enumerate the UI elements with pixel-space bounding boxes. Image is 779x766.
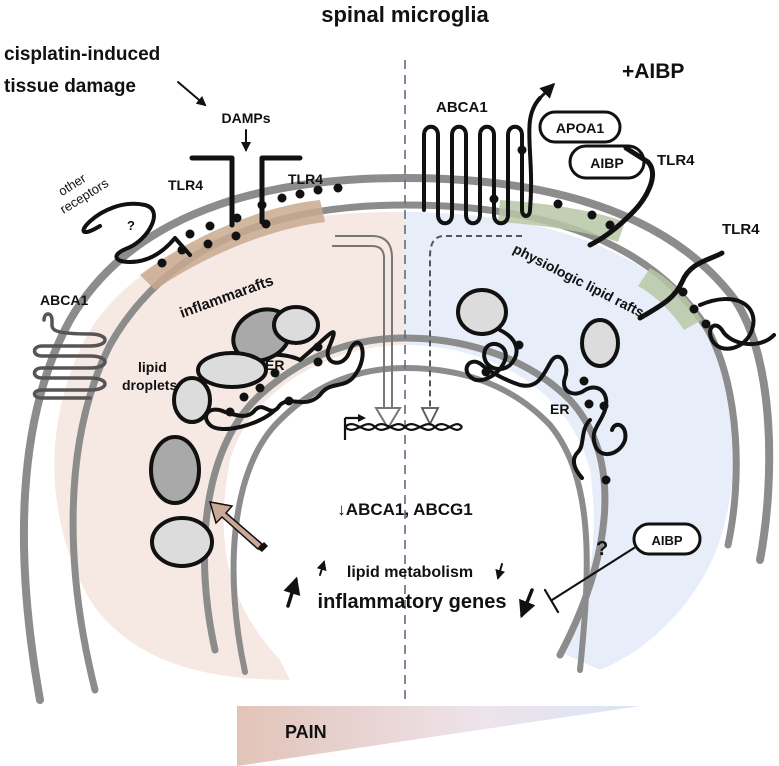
tlr4-receptor-right-b-loop (698, 297, 776, 351)
question-left: ? (127, 218, 135, 233)
abca1-transporter-right (422, 96, 542, 226)
lipid-droplet-3 (196, 351, 268, 389)
inflammatory-genes-label: inflammatory genes (318, 591, 507, 613)
other-receptor (81, 201, 192, 264)
lipid-droplet-right-1 (456, 288, 508, 336)
tlr4-label-right-a: TLR4 (657, 152, 695, 169)
lipid-droplets-label: lipid droplets (122, 359, 177, 393)
signaling-arrowhead-left (374, 407, 402, 430)
lipid-droplets-line-2: droplets (122, 377, 177, 393)
trigger-line-2: tissue damage (4, 76, 136, 97)
signaling-arrow-right (429, 235, 522, 408)
pain-label: PAIN (285, 722, 327, 742)
er-right-dots (481, 340, 611, 485)
tlr4-receptor-left-a (189, 155, 235, 228)
er-label-right: ER (550, 401, 569, 417)
signaling-arrowhead-right (420, 407, 440, 427)
tlr4-label-right-b: TLR4 (722, 221, 760, 238)
aibp-bound-label: AIBP (590, 155, 623, 171)
lipid-metabolism-up-arrow (316, 560, 327, 576)
apoa1-pill (538, 110, 622, 144)
aibp-pill-inhibitor (632, 522, 702, 556)
inhibition-line (550, 546, 636, 602)
er-label-left: ER (265, 357, 284, 373)
lipid-droplet-6 (150, 516, 214, 568)
aibp-inhibitor-label: AIBP (651, 533, 682, 548)
efflux-arrow (538, 82, 556, 100)
lipid-droplet-5 (149, 435, 201, 505)
droplet-accumulation-arrow (208, 501, 268, 552)
inflammaraft-dots (157, 183, 343, 268)
trigger-line-1: cisplatin-induced (4, 44, 160, 65)
lipid-droplets-line-1: lipid (138, 359, 167, 375)
damps-label: DAMPs (221, 110, 270, 126)
condition-label: +AIBP (622, 60, 684, 83)
apoa1-label: APOA1 (556, 120, 604, 136)
lipid-metabolism-label: lipid metabolism (347, 564, 473, 581)
inflammatory-up-arrow (283, 576, 301, 608)
er-left-dots (225, 342, 323, 417)
er-right (464, 328, 628, 456)
er-left (198, 330, 365, 431)
lipid-droplet-2 (272, 305, 320, 345)
question-right: ? (596, 538, 608, 560)
dna-helix-icon (343, 414, 463, 440)
tlr4-receptor-right-b (637, 250, 725, 321)
inflammaraft-patch (140, 200, 325, 290)
plasma-membrane-outer (19, 173, 774, 704)
figure-title: spinal microglia (321, 2, 489, 27)
tlr4-receptor-right-a (587, 145, 655, 248)
abca1-transporter-left (32, 312, 107, 400)
trigger-arrow (177, 81, 207, 107)
inflammatory-down-arrow (519, 588, 536, 619)
other-receptors-label: other receptors (49, 161, 112, 216)
lipid-droplet-right-2 (580, 318, 620, 368)
abca1-dots-right (489, 145, 711, 329)
er-right-tail (571, 418, 592, 480)
inhibition-bar (543, 588, 560, 614)
nuclear-envelope-inner (230, 364, 590, 675)
gene-expression-label: ↓ABCA1, ABCG1 (337, 500, 472, 519)
abca1-label-left: ABCA1 (40, 292, 88, 308)
lipid-droplet-4 (172, 376, 212, 424)
pain-gradient-bar (237, 706, 640, 766)
plasma-membrane-inner (69, 201, 740, 694)
lipid-metabolism-down-arrow (495, 563, 506, 580)
tlr4-label-left-a: TLR4 (168, 177, 203, 193)
trigger-label: cisplatin-induced tissue damage (4, 44, 166, 97)
abca1-label-right: ABCA1 (436, 99, 488, 116)
tlr4-label-left-b: TLR4 (288, 171, 323, 187)
signaling-arrow-left (332, 235, 393, 408)
